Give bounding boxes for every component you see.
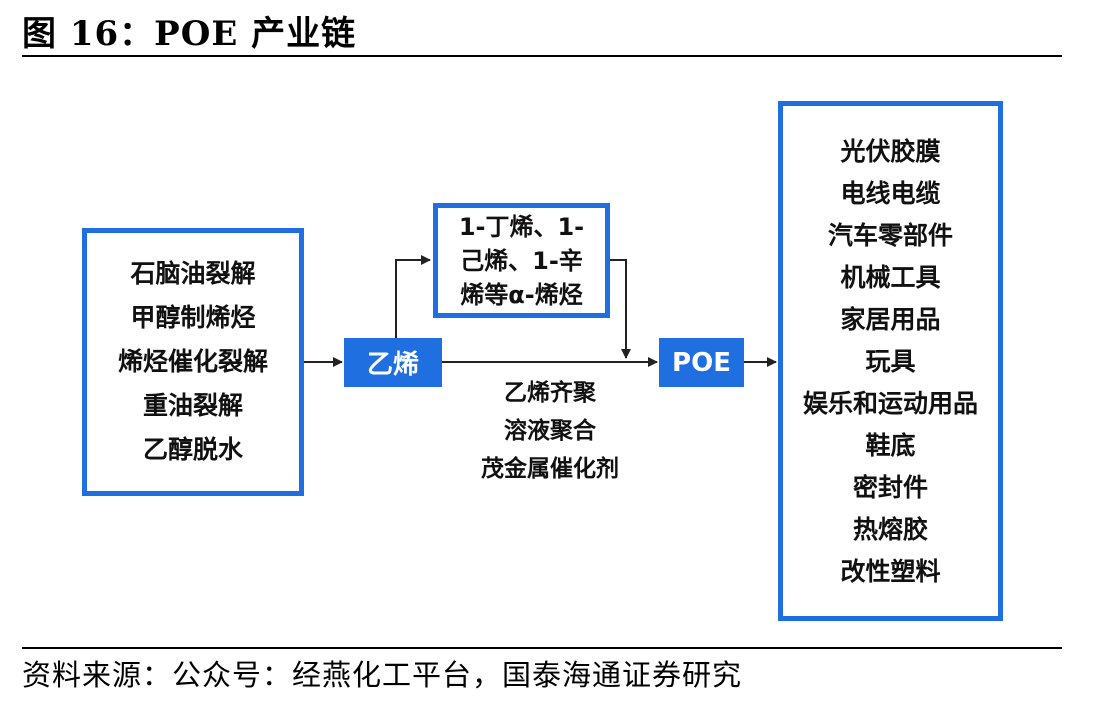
application-item: 玩具 bbox=[865, 347, 916, 376]
process-step: 溶液聚合 bbox=[504, 418, 596, 444]
alpha-olefin-line: 己烯、1-辛 bbox=[460, 246, 583, 275]
alpha-olefin-line: 1-丁烯、1- bbox=[458, 212, 585, 241]
feedstock-item: 重油裂解 bbox=[142, 391, 243, 420]
application-item: 汽车零部件 bbox=[827, 221, 953, 250]
ethylene-node: 乙烯 bbox=[344, 338, 442, 387]
application-item: 热熔胶 bbox=[852, 515, 928, 544]
source-note: 资料来源：公众号：经燕化工平台，国泰海通证券研究 bbox=[22, 658, 743, 692]
alpha-olefin-line: 烯等α-烯烃 bbox=[460, 280, 583, 309]
bottom-rule bbox=[22, 647, 1062, 649]
process-step: 茂金属催化剂 bbox=[481, 456, 619, 482]
poe-node: POE bbox=[659, 338, 744, 387]
application-item: 娱乐和运动用品 bbox=[802, 389, 978, 418]
application-item: 电线电缆 bbox=[840, 179, 941, 208]
figure-title: 图 16：POE 产业链 bbox=[22, 14, 357, 54]
feedstock-item: 烯烃催化裂解 bbox=[117, 347, 268, 376]
application-item: 光伏胶膜 bbox=[840, 137, 941, 166]
feedstock-item: 甲醇制烯烃 bbox=[130, 303, 256, 332]
feedstock-item: 石脑油裂解 bbox=[130, 259, 256, 288]
application-item: 机械工具 bbox=[840, 263, 941, 292]
application-item: 鞋底 bbox=[865, 431, 916, 460]
top-rule bbox=[22, 55, 1062, 57]
applications-box: 光伏胶膜 电线电缆 汽车零部件 机械工具 家居用品 玩具 娱乐和运动用品 鞋底 … bbox=[778, 101, 1003, 621]
alpha-olefin-box: 1-丁烯、1- 己烯、1-辛 烯等α-烯烃 bbox=[433, 203, 610, 318]
feedstock-item: 乙醇脱水 bbox=[142, 435, 243, 464]
application-item: 改性塑料 bbox=[840, 557, 941, 586]
application-item: 家居用品 bbox=[840, 305, 941, 334]
process-step: 乙烯齐聚 bbox=[504, 380, 596, 406]
arrow-ethylene-to-alpha-olefin bbox=[395, 255, 431, 338]
process-notes: 乙烯齐聚 溶液聚合 茂金属催化剂 bbox=[447, 374, 653, 488]
feedstock-box: 石脑油裂解 甲醇制烯烃 烯烃催化裂解 重油裂解 乙醇脱水 bbox=[82, 228, 304, 496]
arrow-alpha-olefin-to-poe bbox=[610, 259, 631, 359]
application-item: 密封件 bbox=[852, 473, 928, 502]
